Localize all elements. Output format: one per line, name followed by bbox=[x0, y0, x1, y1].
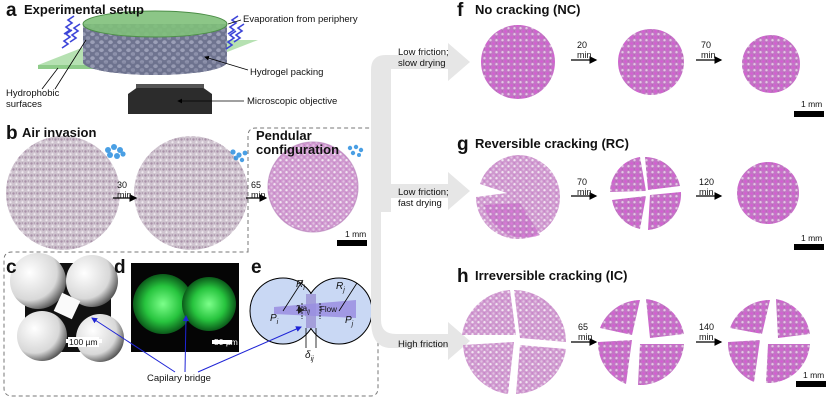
panel-c-image bbox=[10, 253, 124, 362]
panel-d-image bbox=[131, 263, 239, 352]
panel-h-time-2: 140 min bbox=[699, 322, 715, 342]
flow-label: Flow bbox=[320, 305, 337, 314]
panel-label-e: e bbox=[251, 257, 262, 278]
panel-g-title: Reversible cracking (RC) bbox=[475, 136, 629, 151]
hydrogel-label: Hydrogel packing bbox=[250, 67, 324, 78]
panel-h-scale-bar bbox=[796, 381, 826, 387]
branch-arrows bbox=[371, 43, 470, 360]
condition-low-slow: Low friction; slow drying bbox=[398, 47, 449, 69]
symbol-Ri: Ri bbox=[296, 279, 305, 292]
panel-b-time-1: 30 min bbox=[117, 180, 132, 200]
condition-high: High friction bbox=[398, 339, 449, 350]
panel-h-title: Irreversible cracking (IC) bbox=[475, 268, 628, 283]
symbol-aij: 2 aij bbox=[296, 304, 310, 316]
symbol-Pj: Pj bbox=[345, 315, 354, 328]
panel-label-h: h bbox=[457, 266, 469, 287]
panel-b-scale-bar bbox=[337, 240, 367, 246]
panel-label-a: a bbox=[6, 0, 17, 21]
panel-e-diagram bbox=[249, 277, 373, 348]
capillary-bridge-label: Capilary bridge bbox=[147, 373, 211, 384]
panel-c-scale-label: 100 µm bbox=[68, 337, 99, 347]
panel-f-scale-label: 1 mm bbox=[801, 99, 823, 109]
panel-b-title: Air invasion bbox=[22, 125, 97, 140]
panel-g-images bbox=[476, 155, 799, 239]
objective-label: Microscopic objective bbox=[247, 96, 338, 107]
panel-f-title: No cracking (NC) bbox=[475, 2, 581, 17]
panel-d-scale-label: 50 µm bbox=[214, 337, 238, 347]
condition-low-fast: Low friction; fast drying bbox=[398, 187, 449, 209]
capillary-bridge-pointers bbox=[91, 315, 302, 373]
evaporation-label: Evaporation from periphery bbox=[243, 14, 358, 25]
panel-g-scale-label: 1 mm bbox=[801, 233, 823, 243]
symbol-Rj: Rj bbox=[336, 281, 345, 294]
panel-b-scale-label: 1 mm bbox=[345, 229, 367, 239]
pendular-title: Pendular configuration bbox=[256, 128, 340, 157]
panel-label-d: d bbox=[114, 257, 126, 278]
setup-illustration bbox=[38, 10, 258, 114]
panel-h-scale-label: 1 mm bbox=[803, 370, 825, 380]
panel-label-b: b bbox=[6, 123, 18, 144]
panel-f-images bbox=[481, 25, 800, 99]
symbol-delta: δij bbox=[305, 350, 314, 363]
panel-f-scale-bar bbox=[794, 111, 824, 117]
panel-h-time-1: 65 min bbox=[578, 322, 593, 342]
symbol-Pi: Pi bbox=[270, 313, 279, 326]
panel-f-time-2: 70 min bbox=[701, 40, 716, 60]
panel-h-images bbox=[462, 290, 810, 394]
panel-b-time-2: 65 min bbox=[251, 180, 266, 200]
dashed-inset-frame bbox=[3, 127, 379, 397]
panel-g-time-1: 70 min bbox=[577, 177, 592, 197]
panel-b-images bbox=[6, 136, 364, 250]
panel-g-time-2: 120 min bbox=[699, 177, 715, 197]
panel-f-time-1: 20 min bbox=[577, 40, 592, 60]
panel-a-title: Experimental setup bbox=[24, 2, 144, 17]
panel-label-c: c bbox=[6, 257, 17, 278]
panel-label-g: g bbox=[457, 134, 469, 155]
panel-label-f: f bbox=[457, 0, 464, 21]
hydrophobic-label: Hydrophobic surfaces bbox=[6, 88, 60, 110]
panel-g-scale-bar bbox=[794, 244, 824, 250]
